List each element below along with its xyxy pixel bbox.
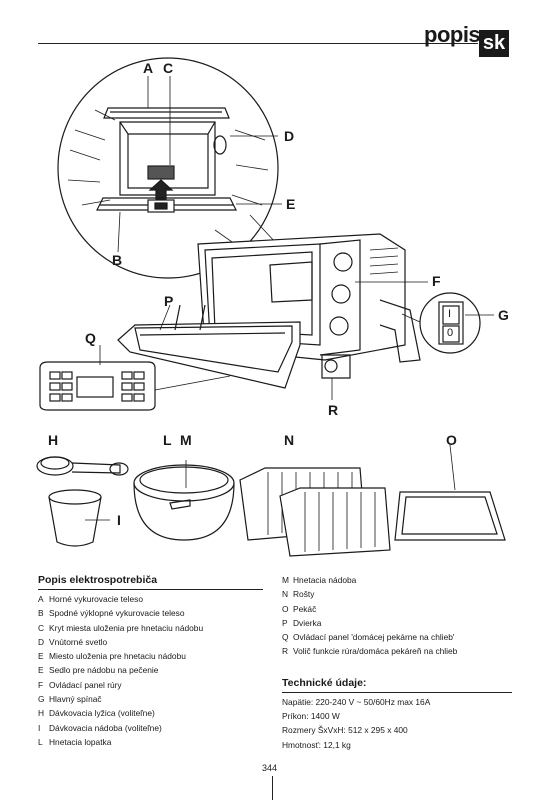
main-switch-detail	[401, 292, 481, 354]
oven-interior-detail	[57, 57, 291, 279]
bread-maker-control-panel	[39, 361, 231, 411]
spec-line: Rozmery ŠxVxH: 512 x 295 x 400	[282, 725, 408, 736]
baking-tray	[394, 444, 506, 541]
page-title: popis	[424, 22, 481, 47]
spec-line: Napätie: 220-240 V ~ 50/60Hz max 16A	[282, 696, 431, 707]
label-e: E	[286, 196, 296, 212]
header-rule	[38, 43, 478, 44]
oven-body	[117, 233, 421, 389]
label-m: M	[180, 432, 192, 448]
label-c: C	[163, 60, 174, 76]
label-g: G	[498, 307, 509, 323]
heading-rule	[38, 589, 263, 590]
label-i: I	[117, 512, 121, 528]
kneading-bowl	[133, 460, 235, 541]
label-d: D	[284, 128, 295, 144]
measuring-spoon	[36, 456, 129, 476]
label-l: L	[163, 432, 172, 448]
switch-off-symbol: 0	[447, 327, 454, 339]
switch-on-symbol: I	[448, 308, 452, 320]
label-b: B	[112, 252, 123, 268]
specs-rule	[282, 691, 512, 693]
label-f: F	[432, 273, 441, 289]
label-h: H	[48, 432, 59, 448]
label-n: N	[284, 432, 295, 448]
oven-racks	[239, 467, 391, 557]
language-badge: sk	[479, 30, 509, 57]
measuring-cup	[48, 489, 102, 547]
page-number: 344	[262, 763, 278, 773]
spec-line: Hmotnosť: 12,1 kg	[282, 739, 351, 750]
page-marker-line	[272, 776, 273, 800]
parts-heading: Popis elektrospotrebiča	[38, 574, 158, 586]
spec-line: Príkon: 1400 W	[282, 711, 340, 722]
label-o: O	[446, 432, 457, 448]
specs-heading: Technické údaje:	[282, 676, 367, 689]
label-q: Q	[85, 330, 96, 346]
label-p: P	[164, 293, 174, 309]
label-a: A	[143, 60, 154, 76]
label-r: R	[328, 402, 339, 418]
